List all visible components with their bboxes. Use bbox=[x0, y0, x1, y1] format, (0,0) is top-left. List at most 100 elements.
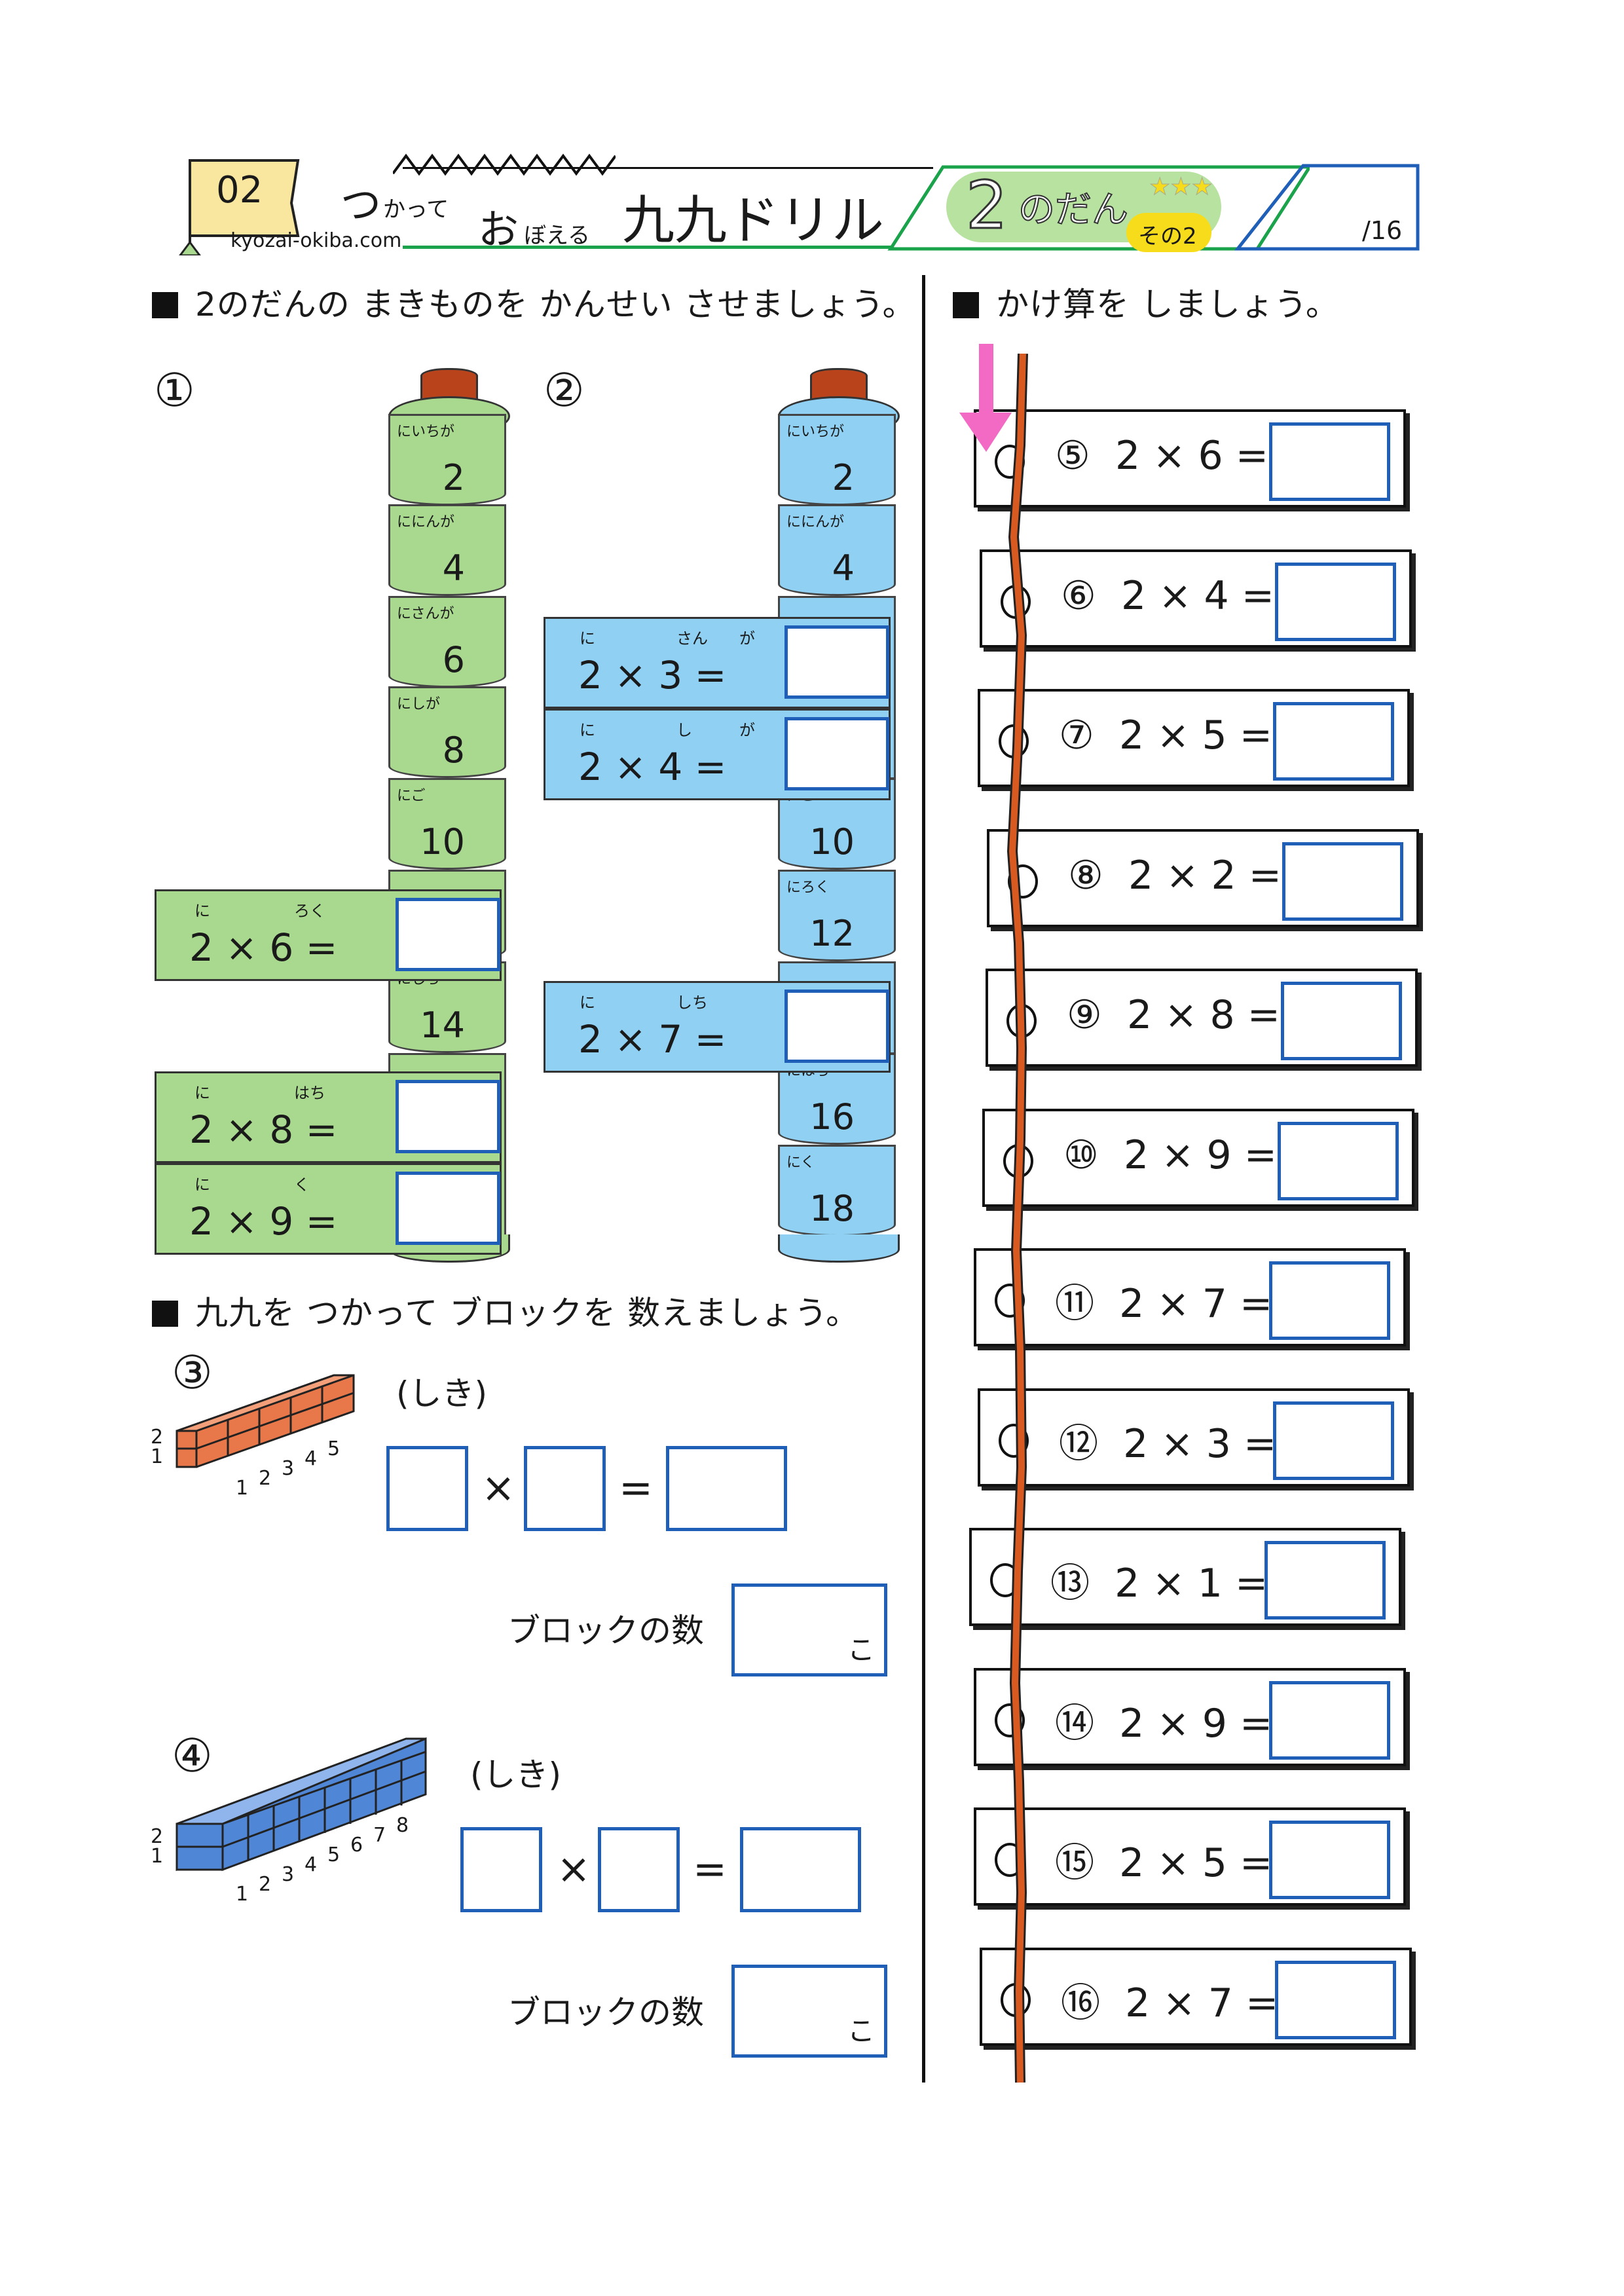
roll-segment: にく 18 bbox=[778, 1145, 896, 1236]
answer-box[interactable] bbox=[1275, 562, 1396, 641]
item-number-2: ② bbox=[544, 363, 585, 417]
furigana: はち bbox=[294, 1084, 325, 1102]
shiki-label-3: (しき) bbox=[396, 1375, 488, 1413]
roll-value: 8 bbox=[442, 730, 465, 771]
furigana: にいちが bbox=[397, 424, 455, 440]
worksheet-number: 02 bbox=[216, 169, 263, 212]
factor-a-box-4[interactable] bbox=[460, 1827, 542, 1912]
answer-box[interactable] bbox=[1269, 1680, 1390, 1760]
answer-box[interactable] bbox=[1269, 1821, 1390, 1899]
score-label: /16 bbox=[1362, 216, 1403, 245]
factor-b-box-4[interactable] bbox=[598, 1827, 680, 1912]
answer-box[interactable] bbox=[1269, 422, 1390, 501]
section-title-rolls: 2のだんの まきものを かんせい させましょう。 bbox=[152, 278, 916, 325]
furigana: に bbox=[580, 721, 595, 739]
equation-band: に し が 2 × 4 = bbox=[544, 709, 891, 800]
block-count-box-3[interactable]: こ bbox=[731, 1583, 887, 1676]
roll-value: 10 bbox=[809, 821, 855, 862]
roll-segment: ににんが 4 bbox=[778, 504, 896, 596]
shiki-label-4: (しき) bbox=[470, 1756, 562, 1794]
multiplication-card: ⑨ 2 × 8 = bbox=[986, 969, 1418, 1067]
multiplication-card: ⑯ 2 × 7 = bbox=[980, 1947, 1412, 2046]
equation-text: 2 × 4 = bbox=[578, 745, 727, 789]
furigana: が bbox=[739, 629, 755, 648]
multiplication-card: ⑪ 2 × 7 = bbox=[974, 1248, 1406, 1346]
answer-box[interactable] bbox=[1278, 1121, 1399, 1200]
badge-sub: その2 bbox=[1138, 223, 1197, 250]
block-count-label-3: ブロックの数 bbox=[507, 1612, 704, 1650]
roll-segment: にいちが 2 bbox=[388, 414, 506, 506]
roll-value: 2 bbox=[442, 457, 465, 498]
furigana: ににんが bbox=[397, 514, 455, 530]
unit-ko: こ bbox=[847, 1634, 875, 1666]
blue-blocks-illustration bbox=[175, 1737, 427, 1872]
roll-value: 18 bbox=[809, 1188, 855, 1229]
square-bullet-icon bbox=[152, 292, 178, 318]
answer-box[interactable] bbox=[396, 1172, 500, 1245]
section-title-multiply: かけ算を しましょう。 bbox=[953, 278, 1339, 325]
factor-b-box-3[interactable] bbox=[524, 1446, 606, 1531]
furigana: にく bbox=[786, 1155, 815, 1171]
block-count-box-4[interactable]: こ bbox=[731, 1965, 887, 2058]
card-expression: ⑪ 2 × 7 = bbox=[1055, 1281, 1273, 1327]
equation-text: 2 × 7 = bbox=[578, 1017, 727, 1062]
star-icon: ★★★ bbox=[1149, 174, 1213, 201]
furigana: が bbox=[739, 721, 755, 739]
times-sign-4: × bbox=[557, 1845, 591, 1893]
answer-box[interactable] bbox=[1273, 1401, 1394, 1480]
item-number-1: ① bbox=[154, 363, 195, 417]
title-tsu: つ bbox=[341, 181, 382, 229]
answer-box[interactable] bbox=[784, 990, 889, 1063]
card-expression: ⑨ 2 × 8 = bbox=[1067, 992, 1281, 1038]
equals-sign-3: = bbox=[619, 1464, 653, 1511]
multiplication-card: ⑤ 2 × 6 = bbox=[974, 409, 1406, 508]
answer-box[interactable] bbox=[1264, 1541, 1386, 1620]
roll-value: 4 bbox=[442, 547, 465, 589]
title-o: お bbox=[478, 206, 519, 253]
badge-sub-pill bbox=[1126, 213, 1211, 252]
answer-box[interactable] bbox=[784, 717, 889, 790]
equation-band: に く 2 × 9 = bbox=[155, 1163, 502, 1255]
furigana: に bbox=[194, 902, 210, 920]
roll-value: 2 bbox=[832, 457, 855, 498]
multiplication-card: ⑥ 2 × 4 = bbox=[980, 549, 1412, 648]
furigana: に bbox=[580, 993, 595, 1012]
answer-box[interactable] bbox=[396, 898, 500, 971]
answer-box[interactable] bbox=[1269, 1261, 1390, 1340]
card-expression: ⑤ 2 × 6 = bbox=[1055, 433, 1269, 479]
punch-hole bbox=[1008, 864, 1038, 898]
answer-box[interactable] bbox=[1281, 982, 1402, 1060]
roll-value: 6 bbox=[442, 639, 465, 680]
answer-box[interactable] bbox=[1282, 842, 1403, 921]
roll-bottom bbox=[778, 1234, 900, 1263]
punch-hole bbox=[995, 1703, 1025, 1737]
score-frame bbox=[1234, 164, 1420, 251]
answer-box[interactable] bbox=[1275, 1960, 1396, 2039]
product-box-3[interactable] bbox=[666, 1446, 787, 1531]
card-expression: ⑭ 2 × 9 = bbox=[1055, 1700, 1273, 1747]
equals-sign-4: = bbox=[693, 1845, 727, 1893]
answer-box[interactable] bbox=[1273, 702, 1394, 781]
start-arrow-icon bbox=[959, 344, 1012, 452]
square-bullet-icon bbox=[152, 1301, 178, 1327]
title-rule-green bbox=[403, 246, 894, 249]
roll-value: 16 bbox=[809, 1096, 855, 1138]
roll-segment: にろく 12 bbox=[778, 870, 896, 961]
multiplication-card: ⑩ 2 × 9 = bbox=[982, 1108, 1414, 1207]
factor-a-box-3[interactable] bbox=[386, 1446, 468, 1531]
equation-text: 2 × 8 = bbox=[189, 1107, 338, 1152]
title-tsukatte: かって bbox=[383, 196, 449, 223]
equation-band: に ろく 2 × 6 = bbox=[155, 889, 502, 981]
furigana: ろく bbox=[294, 902, 325, 920]
roll-value: 10 bbox=[420, 821, 465, 862]
times-sign-3: × bbox=[481, 1464, 515, 1511]
answer-box[interactable] bbox=[784, 625, 889, 699]
furigana: にろく bbox=[786, 880, 830, 896]
flag-icon bbox=[179, 159, 300, 255]
answer-box[interactable] bbox=[396, 1080, 500, 1153]
product-box-4[interactable] bbox=[740, 1827, 861, 1912]
